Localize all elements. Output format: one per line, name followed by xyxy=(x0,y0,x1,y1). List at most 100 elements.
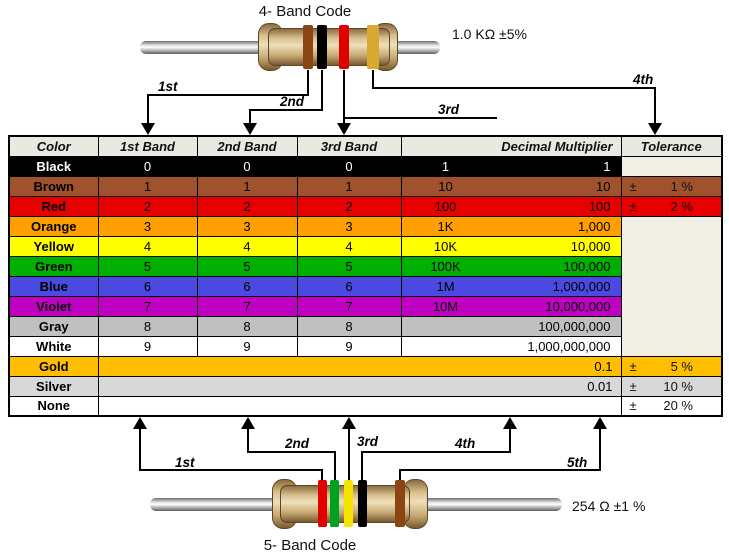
band-digit-cell: 9 xyxy=(296,335,402,357)
color-name-cell: Orange xyxy=(8,215,99,237)
band-digit-cell: 3 xyxy=(196,215,298,237)
four-band-value-label: 1.0 KΩ ±5% xyxy=(452,26,527,42)
band-digit-cell: 5 xyxy=(196,255,298,277)
arrow-label: 1st xyxy=(158,79,178,94)
arrow-line xyxy=(372,70,656,125)
color-name-cell: Red xyxy=(8,195,99,217)
header-3rd-band: 3rd Band xyxy=(296,135,402,157)
multiplier-full: 100 xyxy=(588,198,611,214)
band-digit-cell: 1 xyxy=(296,175,402,197)
multiplier-short: 100 xyxy=(434,198,457,214)
color-name-cell: None xyxy=(8,395,99,417)
four-band-code-title: 4- Band Code xyxy=(258,3,352,20)
tolerance-value: 5 % xyxy=(670,358,693,374)
band-digit-cell: 2 xyxy=(97,195,198,217)
tolerance-cell xyxy=(620,256,723,276)
arrow-line xyxy=(249,70,323,125)
color-name-cell: White xyxy=(8,335,99,357)
band-digit-cell: 4 xyxy=(97,235,198,257)
color-name-cell: Black xyxy=(8,155,99,177)
header-color: Color xyxy=(8,135,99,157)
band-digit-cell: 8 xyxy=(196,315,298,337)
arrow-line xyxy=(139,429,323,481)
multiplier-full: 1,000,000,000 xyxy=(527,338,611,354)
color-name-cell: Gray xyxy=(8,315,99,337)
black-band xyxy=(317,25,327,69)
arrow-label: 4th xyxy=(632,72,653,87)
arrow-head xyxy=(337,123,351,135)
tolerance-value: 1 % xyxy=(670,178,693,194)
multiplier-full: 10,000 xyxy=(570,238,611,254)
tolerance-cell xyxy=(620,236,723,256)
tolerance-cell: ±5 % xyxy=(620,355,723,377)
arrow-head xyxy=(342,417,356,429)
color-name-cell: Yellow xyxy=(8,235,99,257)
multiplier-full: 10 xyxy=(596,178,611,194)
multiplier-cell: 1K 1,000 xyxy=(400,215,622,237)
header-1st-band: 1st Band xyxy=(97,135,198,157)
tolerance-cell xyxy=(620,216,723,236)
color-name-cell: Silver xyxy=(8,375,99,397)
multiplier-cell: 1,000,000,000 xyxy=(400,335,622,357)
tolerance-cell: ±20 % xyxy=(620,395,723,417)
band-digit-cell: 9 xyxy=(196,335,298,357)
color-name-cell: Brown xyxy=(8,175,99,197)
four-band-resistor-illustration xyxy=(140,22,440,72)
color-name-cell: Gold xyxy=(8,355,99,377)
tolerance-cell: ±2 % xyxy=(620,195,723,217)
multiplier-full: 100,000,000 xyxy=(538,318,611,334)
band-digit-cell: 3 xyxy=(97,215,198,237)
five-band-resistor-illustration xyxy=(150,478,562,530)
band-digit-cell: 8 xyxy=(97,315,198,337)
multiplier-short: 10 xyxy=(438,178,453,194)
multiplier-cell xyxy=(97,395,622,417)
tolerance-cell xyxy=(620,336,723,356)
arrow-line xyxy=(147,70,309,125)
multiplier-cell: 100,000,000 xyxy=(400,315,622,337)
arrow-head xyxy=(141,123,155,135)
tolerance-sign: ± xyxy=(629,378,637,394)
multiplier-short: 1K xyxy=(437,218,454,234)
arrow-label: 2nd xyxy=(284,436,310,451)
arrow-head xyxy=(241,417,255,429)
table-header-row: Color 1st Band 2nd Band 3rd Band Decimal… xyxy=(8,135,723,157)
five-band-value-label: 254 Ω ±1 % xyxy=(572,498,646,514)
multiplier-full: 1 xyxy=(603,158,611,174)
brown-band xyxy=(395,480,405,527)
tolerance-cell xyxy=(620,276,723,296)
multiplier-full: 1,000 xyxy=(577,218,611,234)
tolerance-sign: ± xyxy=(629,398,637,414)
arrow-line xyxy=(247,429,336,481)
arrow-head xyxy=(593,417,607,429)
tolerance-cell xyxy=(620,156,723,176)
arrow-label: 3rd xyxy=(357,434,379,449)
tolerance-cell: ±1 % xyxy=(620,175,723,197)
color-name-cell: Violet xyxy=(8,295,99,317)
arrow-line xyxy=(399,429,601,481)
black-band xyxy=(358,480,367,527)
band-digit-cell: 4 xyxy=(296,235,402,257)
green-band xyxy=(330,480,339,527)
color-name-cell: Blue xyxy=(8,275,99,297)
arrow-head xyxy=(648,123,662,135)
multiplier-short: 10M xyxy=(432,298,459,314)
band-digit-cell: 6 xyxy=(97,275,198,297)
gold-band xyxy=(367,25,379,69)
multiplier-short: 10K xyxy=(433,238,458,254)
color-name-cell: Green xyxy=(8,255,99,277)
band-digit-cell: 0 xyxy=(296,155,402,177)
header-tolerance: Tolerance xyxy=(620,135,723,157)
